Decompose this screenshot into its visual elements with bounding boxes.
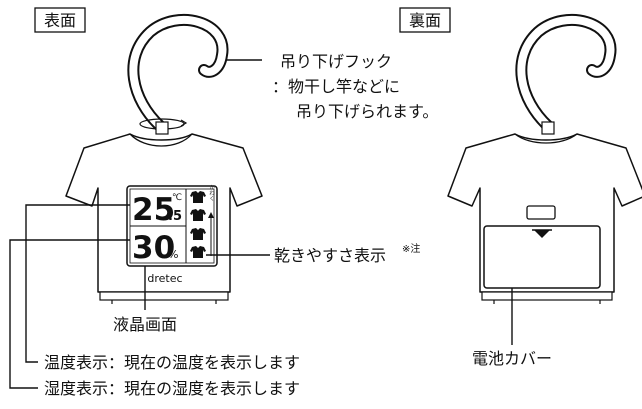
dryness-shirt-icon bbox=[190, 209, 206, 221]
dryness-shirt-icon bbox=[190, 191, 206, 203]
temp-display-label: 温度表示：現在の温度を表示します bbox=[44, 353, 300, 372]
hook-label-title: 吊り下げフック bbox=[280, 52, 392, 71]
dryness-shirt-icon bbox=[190, 246, 206, 258]
battery-cover-arrow-icon bbox=[534, 230, 550, 238]
arrow-up-icon bbox=[208, 212, 214, 218]
hook-label-line2: ：物干し竿などに bbox=[272, 77, 400, 96]
front-label-box: 表面 bbox=[34, 7, 86, 33]
front-unit: 25 .5 ℃ 30 % かわく dretec bbox=[65, 13, 263, 304]
back-label-box: 裏面 bbox=[399, 7, 451, 33]
dryness-shirt-icon bbox=[190, 228, 206, 240]
brand-logo: dretec bbox=[147, 272, 182, 285]
lcd-temperature-unit: ℃ bbox=[172, 193, 182, 203]
back-label: 裏面 bbox=[409, 11, 441, 30]
battery-cover-label: 電池カバー bbox=[472, 349, 552, 368]
lcd-humidity: 30 bbox=[132, 230, 175, 266]
dryness-note: ※注 bbox=[402, 242, 420, 255]
lcd-temperature: 25 bbox=[132, 192, 175, 228]
hook-label-line3: 吊り下げられます。 bbox=[296, 102, 438, 121]
lcd-humidity-unit: % bbox=[168, 248, 178, 261]
dryness-label: 乾きやすさ表示 bbox=[274, 246, 386, 265]
battery-cover bbox=[483, 225, 601, 289]
back-unit bbox=[447, 13, 642, 304]
dryness-scale-label: かわく bbox=[208, 185, 215, 202]
dryness-indicator bbox=[190, 191, 206, 258]
back-slot bbox=[526, 205, 556, 220]
lcd-screen-label: 液晶画面 bbox=[113, 315, 177, 334]
humidity-display-label: 湿度表示：現在の湿度を表示します bbox=[44, 379, 300, 398]
front-label: 表面 bbox=[44, 11, 76, 30]
lcd-temperature-decimal: .5 bbox=[168, 209, 182, 224]
lcd-screen: 25 .5 ℃ 30 % かわく bbox=[126, 185, 218, 267]
leader-lines bbox=[9, 59, 513, 389]
